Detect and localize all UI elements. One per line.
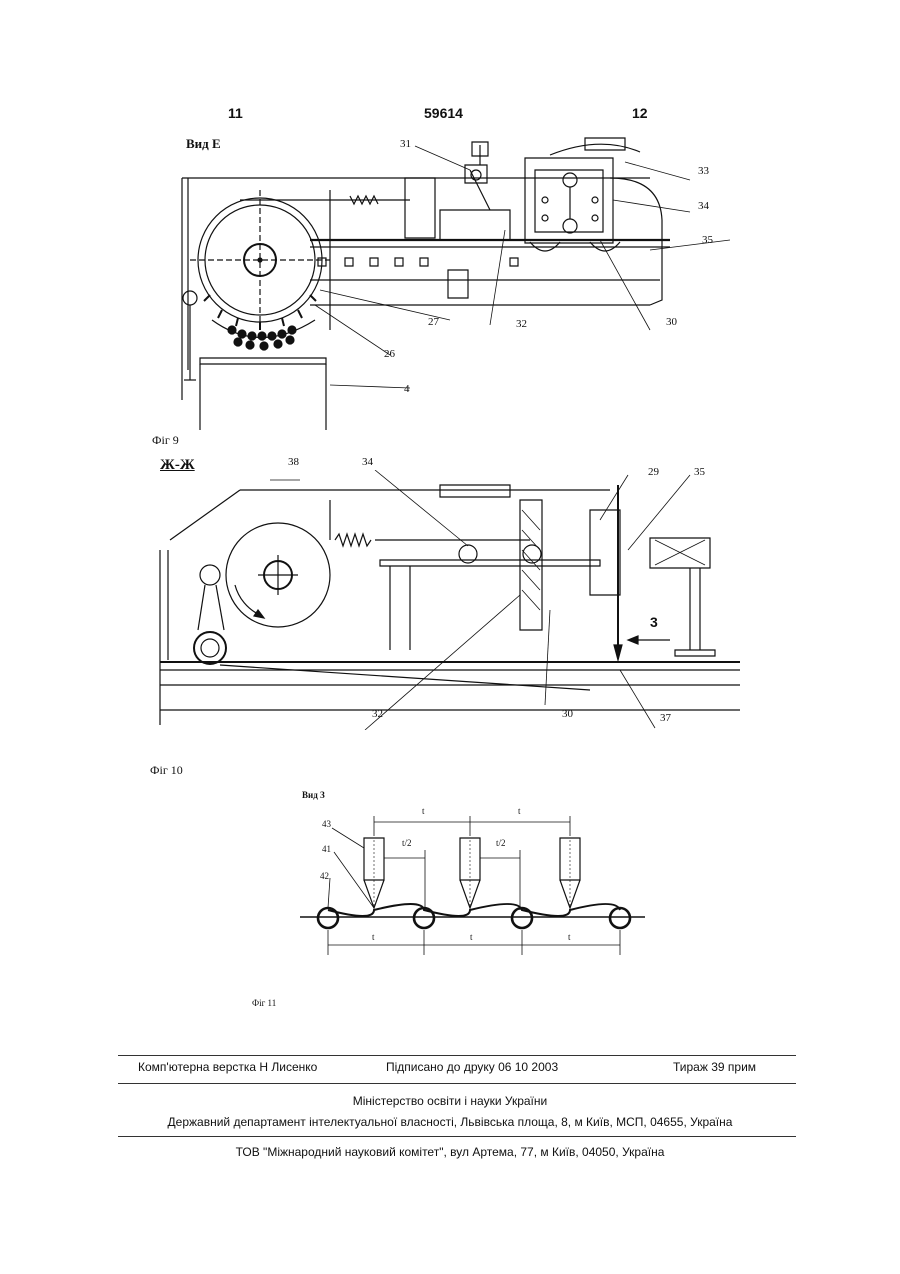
- fig10-arrow-label-3: 3: [650, 614, 658, 630]
- fig9-drawing: [170, 130, 750, 430]
- fig11-dim-half-t-1: t/2: [402, 838, 412, 848]
- footer-layout-credit: Комп'ютерна верстка Н Лисенко: [138, 1060, 317, 1074]
- fig9-caption: Фіг 9: [152, 433, 179, 448]
- patent-number: 59614: [424, 105, 463, 121]
- fig9-label-35: 35: [702, 234, 713, 246]
- fig11-view-title: Вид З: [302, 790, 325, 800]
- footer-rule-1: [118, 1055, 796, 1056]
- fig11-label-41: 41: [322, 844, 331, 854]
- footer-ministry: Міністерство освіти і науки України: [0, 1094, 900, 1108]
- fig10-label-32: 32: [372, 708, 383, 720]
- footer-department: Державний департамент інтелектуальної вл…: [0, 1115, 900, 1129]
- page-number-right: 12: [632, 105, 648, 121]
- fig10-label-29: 29: [648, 466, 659, 478]
- fig11-dim-bottom-t-3: t: [568, 932, 571, 942]
- fig9-label-34: 34: [698, 200, 709, 212]
- fig9-label-32: 32: [516, 318, 527, 330]
- fig9-label-26: 26: [384, 348, 395, 360]
- fig11-dim-bottom-t-2: t: [470, 932, 473, 942]
- fig11-drawing: [300, 800, 650, 970]
- fig10-caption: Фіг 10: [150, 763, 183, 778]
- footer-circulation: Тираж 39 прим: [673, 1060, 756, 1074]
- page-number-left: 11: [228, 105, 243, 121]
- footer-rule-3: [118, 1136, 796, 1137]
- fig11-dim-bottom-t-1: t: [372, 932, 375, 942]
- fig10-label-30: 30: [562, 708, 573, 720]
- fig9-label-30: 30: [666, 316, 677, 328]
- footer-rule-2: [118, 1083, 796, 1084]
- footer-signed-date: Підписано до друку 06 10 2003: [386, 1060, 558, 1074]
- fig10-drawing: [150, 470, 750, 730]
- fig10-label-35: 35: [694, 466, 705, 478]
- fig11-dim-top-t-1: t: [422, 806, 425, 816]
- fig9-label-27: 27: [428, 316, 439, 328]
- fig9-label-31: 31: [400, 138, 411, 150]
- fig11-label-42: 42: [320, 871, 329, 881]
- fig9-label-33: 33: [698, 165, 709, 177]
- fig11-label-43: 43: [322, 819, 331, 829]
- fig11-dim-half-t-2: t/2: [496, 838, 506, 848]
- fig10-label-38: 38: [288, 456, 299, 468]
- fig11-dim-top-t-2: t: [518, 806, 521, 816]
- fig9-label-4: 4: [404, 383, 410, 395]
- fig10-label-37: 37: [660, 712, 671, 724]
- fig10-label-34: 34: [362, 456, 373, 468]
- fig11-caption: Фіг 11: [252, 998, 276, 1008]
- footer-publisher: ТОВ "Міжнародний науковий комітет", вул …: [0, 1145, 900, 1159]
